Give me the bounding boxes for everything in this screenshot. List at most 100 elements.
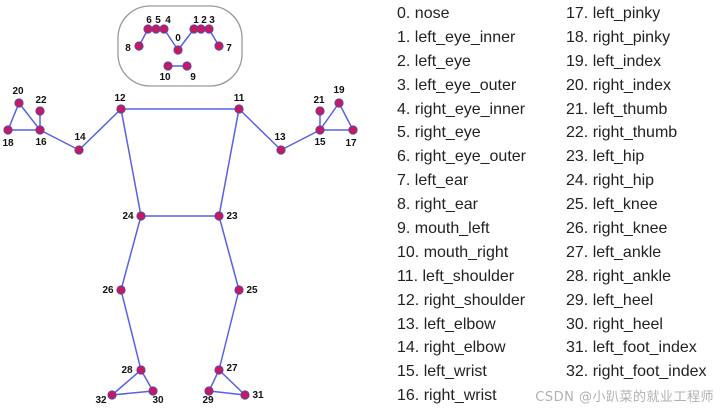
- landmark-item: 1. left_eye_inner: [397, 26, 526, 50]
- landmark-separator: .: [583, 196, 593, 214]
- joint-point: [334, 98, 344, 108]
- joint-label: 20: [12, 86, 24, 97]
- landmark-id: 17: [566, 5, 584, 22]
- landmark-id: 25: [566, 196, 584, 214]
- landmark-name: left_eye: [414, 52, 471, 70]
- joint-label: 31: [252, 390, 264, 401]
- landmark-id: 3: [397, 76, 406, 94]
- bone-connection: [39, 129, 80, 151]
- joint-label: 28: [121, 365, 133, 376]
- joint-label: 32: [95, 395, 107, 406]
- landmark-item: 28. right_ankle: [566, 265, 707, 289]
- landmark-name: left_elbow: [423, 315, 496, 333]
- landmark-separator: .: [414, 387, 424, 405]
- landmark-name: left_wrist: [423, 363, 487, 381]
- landmark-separator: .: [583, 220, 593, 238]
- bone-connection: [338, 102, 354, 131]
- joint-point: [3, 125, 13, 135]
- joint-point: [348, 125, 358, 135]
- joint-point: [163, 61, 173, 71]
- landmark-id: 7: [397, 172, 406, 190]
- joint-point: [234, 285, 244, 295]
- landmark-separator: .: [583, 100, 593, 118]
- landmark-name: right_elbow: [423, 339, 506, 357]
- landmark-id: 29: [566, 291, 584, 309]
- landmark-id: 22: [566, 124, 584, 142]
- landmark-item: 20. right_index: [566, 74, 707, 98]
- joint-point: [240, 390, 250, 400]
- landmark-item: 23. left_hip: [566, 145, 707, 169]
- joint-point: [116, 104, 126, 114]
- bone-connection: [18, 102, 41, 131]
- landmark-id: 13: [397, 315, 415, 333]
- landmark-separator: .: [583, 124, 593, 142]
- landmark-separator: .: [405, 76, 415, 94]
- joint-label: 1: [193, 15, 199, 26]
- bone-connection: [120, 215, 142, 291]
- bone-connection: [218, 289, 240, 371]
- landmark-id: 6: [397, 148, 406, 166]
- landmark-name: left_pinky: [592, 5, 661, 22]
- landmark-separator: .: [405, 124, 415, 142]
- landmark-id: 1: [397, 28, 406, 46]
- joint-point: [214, 211, 224, 221]
- landmark-item: 9. mouth_left: [397, 217, 526, 241]
- joint-point: [315, 125, 325, 135]
- landmark-name: right_ear: [414, 196, 478, 214]
- landmark-item: 12. right_shoulder: [397, 289, 526, 313]
- bone-connection: [280, 129, 321, 151]
- landmark-id: 20: [566, 76, 584, 94]
- landmark-item: 13. left_elbow: [397, 313, 526, 337]
- landmark-id: 32: [566, 363, 584, 381]
- landmark-item: 29. left_heel: [566, 289, 707, 313]
- bone-connection: [111, 369, 142, 396]
- landmark-item: 26. right_knee: [566, 217, 707, 241]
- landmark-name: right_index: [592, 76, 671, 94]
- landmark-item: 14. right_elbow: [397, 336, 526, 360]
- joint-point: [74, 145, 84, 155]
- joint-label: 19: [333, 85, 345, 96]
- joint-label: 21: [313, 95, 325, 106]
- joint-label: 11: [234, 93, 245, 104]
- landmark-separator: .: [583, 76, 593, 94]
- landmark-name: right_pinky: [592, 28, 671, 46]
- landmark-name: left_thumb: [592, 100, 668, 118]
- landmark-id: 11: [397, 267, 414, 285]
- bone-connection: [7, 102, 20, 131]
- landmark-item: 22. right_thumb: [566, 121, 707, 145]
- face-outline: [117, 5, 243, 87]
- landmark-item: 0. nose: [397, 2, 526, 26]
- landmark-separator: .: [583, 363, 593, 381]
- joint-point: [182, 61, 192, 71]
- landmark-separator: .: [405, 196, 415, 214]
- joint-label: 26: [102, 285, 114, 296]
- landmark-id: 19: [566, 52, 584, 70]
- landmark-id: 2: [397, 52, 406, 70]
- landmark-item: 25. left_knee: [566, 193, 707, 217]
- landmark-item: 21. left_thumb: [566, 98, 707, 122]
- landmark-name: right_hip: [592, 172, 655, 190]
- landmark-item: 19. left_index: [566, 50, 707, 74]
- landmark-name: left_eye_inner: [414, 28, 516, 46]
- bone-connection: [120, 289, 142, 371]
- joint-point: [173, 45, 183, 55]
- joint-label: 13: [274, 132, 286, 143]
- landmark-name: mouth_left: [414, 220, 490, 238]
- landmark-item: 10. mouth_right: [397, 241, 526, 265]
- landmark-name: left_foot_index: [592, 339, 697, 357]
- joint-label: 6: [146, 15, 152, 26]
- landmark-separator: .: [583, 291, 593, 309]
- landmark-name: right_heel: [592, 315, 663, 333]
- landmark-id: 18: [566, 28, 584, 46]
- landmark-id: 16: [397, 387, 415, 405]
- landmark-name: left_knee: [592, 196, 658, 214]
- joint-point: [159, 24, 169, 34]
- joint-label: 22: [35, 95, 47, 106]
- joint-label: 29: [202, 395, 214, 406]
- watermark-text: CSDN @小趴菜的就业工程师: [535, 390, 714, 405]
- joint-point: [151, 24, 161, 34]
- joint-point: [116, 285, 126, 295]
- joint-point: [214, 365, 224, 375]
